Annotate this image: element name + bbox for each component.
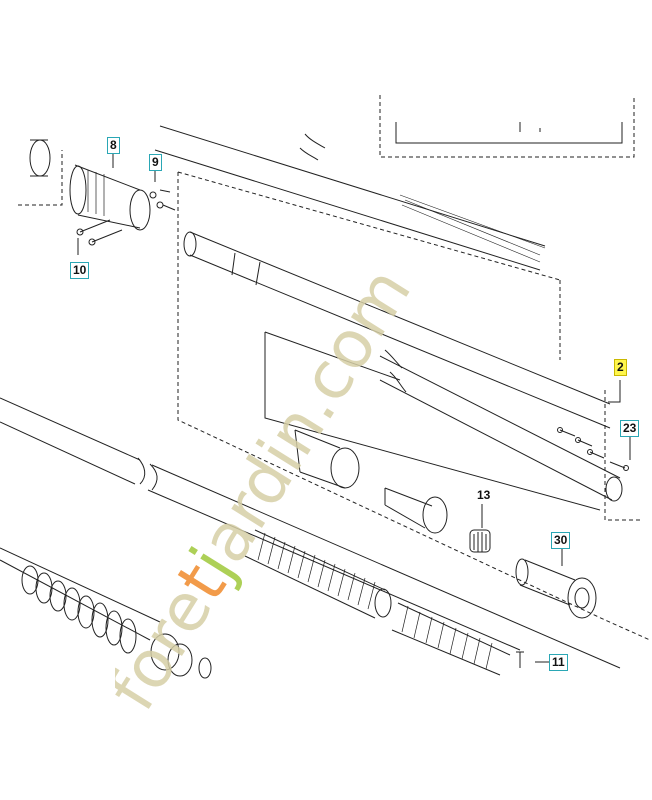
tube-lower	[0, 397, 141, 485]
screws-23	[557, 427, 629, 471]
gear-end	[150, 633, 212, 679]
callout-9: 9	[149, 154, 162, 171]
callout-30: 30	[551, 532, 571, 549]
frame-main	[177, 172, 651, 641]
frame-top-left	[18, 150, 63, 206]
screw-11	[516, 651, 524, 668]
tube-outer	[379, 355, 621, 501]
grip-ribbed	[244, 529, 511, 676]
bushing-1	[294, 429, 360, 489]
callout-13: 13	[474, 487, 494, 504]
leader-lines	[77, 153, 631, 663]
frame-inner	[264, 331, 601, 511]
callout-23: 23	[620, 420, 640, 437]
callout-11: 11	[549, 654, 568, 671]
sleeve-30	[515, 558, 597, 619]
housing-8	[29, 139, 176, 231]
callout-8: 8	[107, 137, 120, 154]
frame-top-right	[379, 95, 635, 158]
screws-10	[76, 219, 123, 246]
tube-middle	[189, 231, 611, 429]
bushing-2	[384, 487, 448, 534]
callout-10: 10	[70, 262, 90, 279]
tube-upper	[154, 125, 546, 271]
spring	[21, 565, 137, 654]
callout-2: 2	[614, 359, 627, 376]
coupling-13	[469, 529, 491, 553]
